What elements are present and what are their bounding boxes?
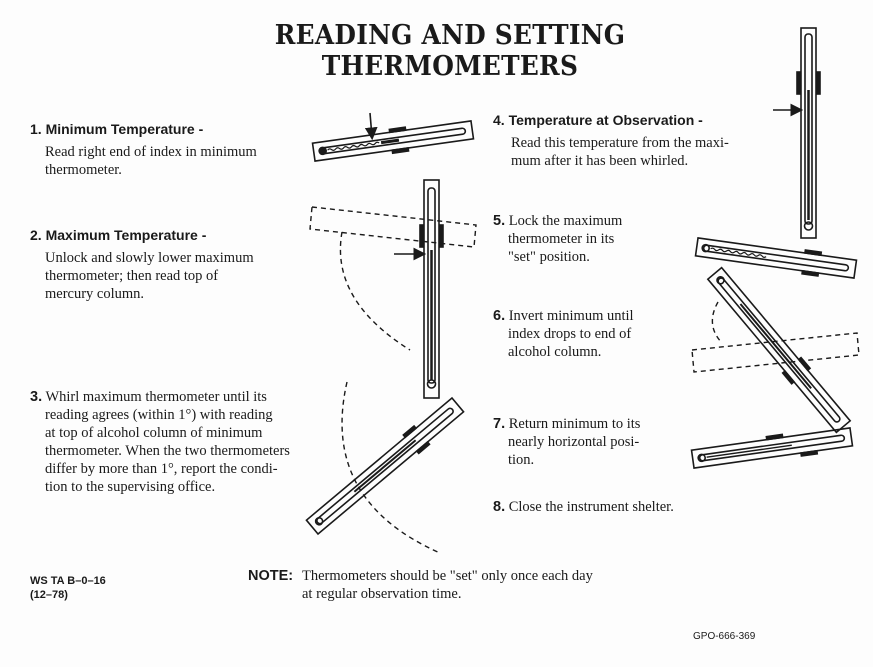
inverted-thermometer-illustration	[706, 266, 852, 434]
step-2: 2. Maximum Temperature - Unlock and slow…	[30, 226, 254, 303]
minimum-thermometer-illustration	[311, 120, 475, 162]
step-4: 4. Temperature at Observation - Read thi…	[493, 111, 729, 170]
step-7-line: Return minimum to its	[508, 416, 641, 432]
step-2-line: thermometer; then read top of	[45, 268, 219, 284]
note-line: Thermometers should be "set" only once e…	[302, 568, 593, 584]
step-6: 6. Invert minimum until index drops to e…	[493, 307, 634, 361]
step-2-number: 2.	[30, 227, 42, 243]
step-2-heading: Maximum Temperature -	[45, 227, 207, 243]
step-7-line: nearly horizontal posi-	[508, 434, 640, 450]
step-3-line: at top of alcohol column of minimum	[45, 425, 263, 441]
step-2-line: Unlock and slowly lower maximum	[45, 250, 254, 266]
step-4-heading: Temperature at Observation -	[508, 112, 703, 128]
dashed-outline	[309, 206, 477, 351]
step-3-line: thermometer. When the two thermometers	[45, 443, 290, 459]
maximum-thermometer-illustration	[419, 179, 444, 399]
step-5-line: Lock the maximum	[508, 213, 623, 229]
whirling-thermometer-illustration	[305, 396, 465, 536]
whirl-arc	[341, 381, 441, 554]
step-3-number: 3.	[30, 389, 43, 405]
step-4-line: Read this temperature from the maxi-	[511, 135, 729, 151]
step-3-line: Whirl maximum thermometer until its	[45, 389, 267, 405]
note-line: at regular observation time.	[302, 586, 462, 602]
step-1-number: 1.	[30, 121, 42, 137]
step-6-line: alcohol column.	[508, 344, 602, 360]
page-title: READING AND SETTING THERMOMETERS	[274, 20, 626, 82]
step-7-number: 7.	[493, 416, 506, 432]
note: NOTE: Thermometers should be "set" only …	[248, 567, 593, 603]
step-7-line: tion.	[508, 452, 535, 468]
form-code-line: (12–78)	[30, 589, 68, 601]
step-5: 5. Lock the maximum thermometer in its "…	[493, 212, 622, 266]
step-3: 3. Whirl maximum thermometer until its r…	[30, 388, 320, 496]
reading-arrow-icon	[364, 112, 378, 141]
step-5-number: 5.	[493, 213, 506, 229]
step-1: 1. Minimum Temperature - Read right end …	[30, 120, 257, 179]
locked-thermometer-illustration	[694, 237, 858, 279]
observation-thermometer-illustration	[796, 27, 821, 239]
form-code: WS TA B–0–16 (12–78)	[30, 574, 106, 602]
step-3-line: differ by more than 1°, report the condi…	[45, 461, 278, 477]
step-6-line: index drops to end of	[508, 326, 632, 342]
step-3-line: reading agrees (within 1°) with reading	[45, 407, 273, 423]
step-4-number: 4.	[493, 112, 505, 128]
step-8: 8. Close the instrument shelter.	[493, 498, 674, 516]
step-1-line: thermometer.	[45, 162, 122, 178]
step-8-line: Close the instrument shelter.	[508, 499, 674, 515]
step-5-line: "set" position.	[508, 249, 590, 265]
step-5-line: thermometer in its	[508, 231, 615, 247]
dashed-outline	[691, 301, 860, 373]
step-2-line: mercury column.	[45, 286, 145, 302]
step-6-line: Invert minimum until	[508, 308, 634, 324]
returned-thermometer-illustration	[690, 427, 854, 469]
form-code-line: WS TA B–0–16	[30, 575, 106, 587]
step-4-line: mum after it has been whirled.	[511, 153, 689, 169]
step-1-line: Read right end of index in minimum	[45, 144, 257, 160]
step-3-line: tion to the supervising office.	[45, 479, 216, 495]
note-label: NOTE:	[248, 568, 294, 584]
step-8-number: 8.	[493, 499, 506, 515]
printer-code: GPO-666-369	[693, 631, 756, 642]
step-6-number: 6.	[493, 308, 506, 324]
step-1-heading: Minimum Temperature -	[45, 121, 204, 137]
step-7: 7. Return minimum to its nearly horizont…	[493, 415, 640, 469]
